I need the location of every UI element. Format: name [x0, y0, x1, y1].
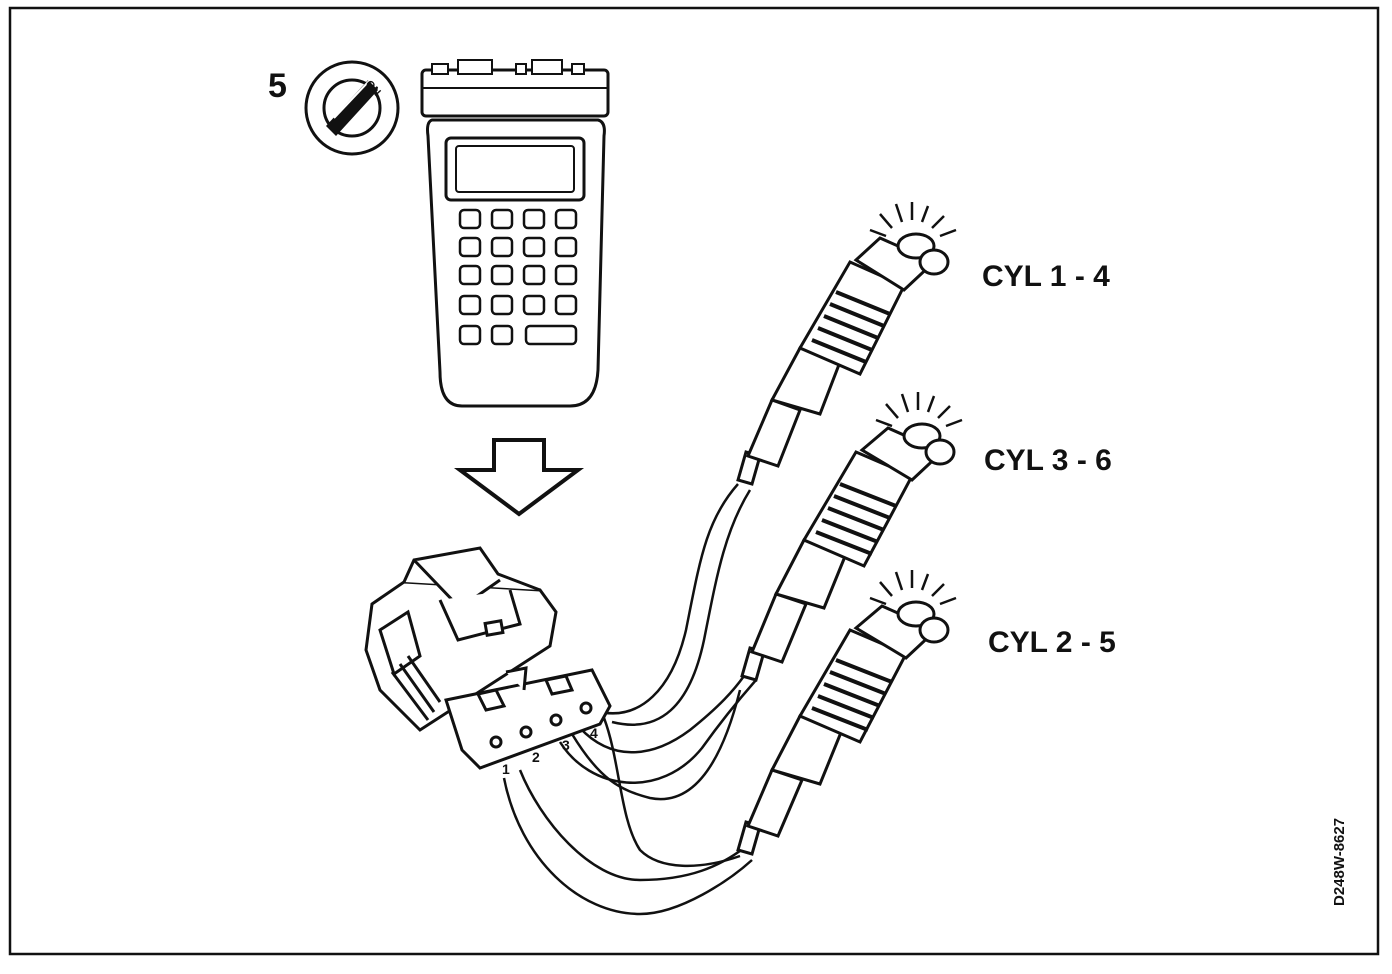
wiring-connector-icon	[364, 546, 612, 770]
test-lamp-icon	[736, 570, 957, 856]
connector-pin-1: 1	[502, 761, 510, 777]
test-lamp-icon	[740, 392, 963, 682]
cyl-3-6-label: CYL 3 - 6	[984, 444, 1112, 477]
drawing-code: D248W-8627	[1331, 818, 1348, 906]
handheld-tester-icon	[420, 59, 610, 408]
test-cables	[502, 483, 757, 916]
figure-frame	[8, 6, 1380, 956]
connector-pin-2: 2	[532, 749, 540, 765]
connector-pin-4: 4	[590, 725, 598, 741]
test-lamp-icon	[736, 202, 957, 486]
down-arrow-icon	[453, 438, 585, 517]
connector-pin-3: 3	[562, 737, 570, 753]
cyl-2-5-label: CYL 2 - 5	[988, 626, 1116, 659]
ignition-key-icon: ON	[304, 60, 400, 156]
cyl-1-4-label: CYL 1 - 4	[982, 260, 1110, 293]
step-number: 5	[268, 67, 287, 105]
